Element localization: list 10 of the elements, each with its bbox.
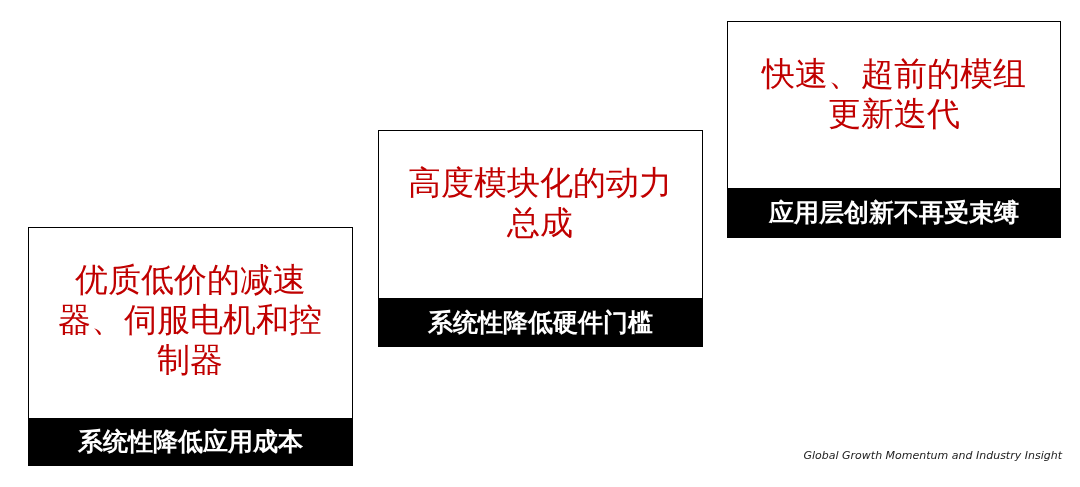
headline-text: 快速、超前的模组更新迭代 xyxy=(760,54,1027,134)
caption-band: 系统性降低硬件门槛 xyxy=(377,297,703,347)
text-card xyxy=(378,130,703,347)
headline-text: 高度模块化的动力总成 xyxy=(407,163,673,243)
headline-text: 优质低价的减速器、伺服电机和控制器 xyxy=(57,260,323,380)
text-card xyxy=(28,227,353,466)
tagline-text: Global Growth Momentum and Industry Insight xyxy=(803,449,1062,462)
caption-band: 应用层创新不再受束缚 xyxy=(726,187,1061,238)
caption-band: 系统性降低应用成本 xyxy=(27,417,353,466)
text-card xyxy=(727,21,1061,238)
